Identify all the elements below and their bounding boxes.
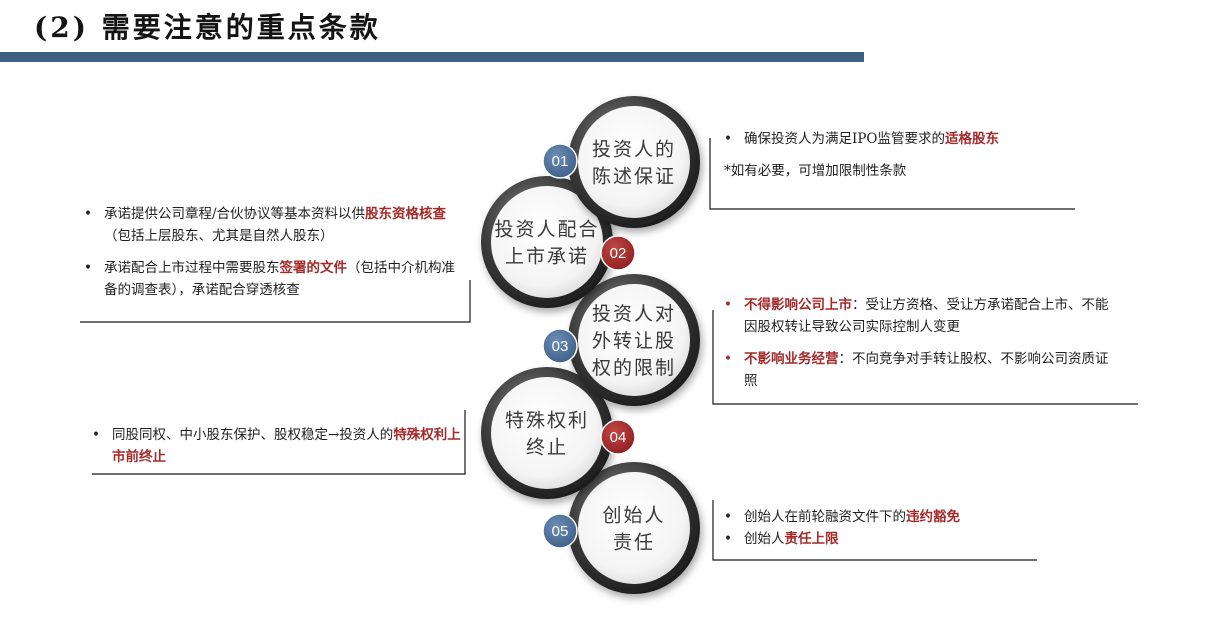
note-04-bullet-1: 同股同权、中小股东保护、股权稳定→投资人的特殊权利上市前终止 (92, 424, 464, 468)
note-03: 不得影响公司上市：受让方资格、受让方承诺配合上市、不能因股权转让导致公司实际控制… (724, 294, 1120, 392)
step-label-line: 终止 (526, 437, 568, 459)
step-label-line: 创始人 (602, 505, 665, 527)
note-05-bullet-2: 创始人责任上限 (724, 528, 1034, 550)
step-label-line: 投资人对 (592, 303, 676, 325)
step-number-badge (600, 419, 636, 455)
note-01: 确保投资人为满足IPO监管要求的适格股东 *如有必要，可增加限制性条款 (724, 128, 1124, 182)
connector-lines (80, 138, 1138, 561)
step-label-line: 外转让股 (592, 330, 676, 352)
step-number-badge (542, 513, 578, 549)
connector-05 (712, 500, 1037, 561)
page-title: (2) 需要注意的重点条款 (34, 11, 381, 44)
title-underline-bar (0, 52, 864, 62)
note-05: 创始人在前轮融资文件下的违约豁免 创始人责任上限 (724, 506, 1034, 550)
step-label-line: 投资人配合 (494, 219, 599, 241)
step-number-badge (600, 235, 636, 271)
step-label-line: 上市承诺 (505, 246, 589, 268)
note-02-bullet-2: 承诺配合上市过程中需要股东签署的文件（包括中介机构准备的调查表），承诺配合穿透核… (84, 257, 462, 301)
note-03-bullet-2: 不影响业务经营：不向竞争对手转让股权、不影响公司资质证照 (724, 348, 1120, 392)
step-number: 02 (610, 245, 627, 262)
note-02-bullet-1: 承诺提供公司章程/合伙协议等基本资料以供股东资格核查（包括上层股东、尤其是自然人… (84, 203, 462, 247)
step-face (578, 106, 690, 218)
connector-03 (712, 310, 1138, 405)
step-face (491, 186, 603, 298)
step-face (491, 377, 603, 489)
note-01-bullet-1: 确保投资人为满足IPO监管要求的适格股东 (724, 128, 1124, 150)
step-label-line: 投资人的 (592, 139, 676, 161)
step-label-line: 特殊权利 (505, 410, 589, 432)
step-face (578, 472, 690, 584)
step-number-badge (542, 328, 578, 364)
step-label-line: 责任 (613, 532, 655, 554)
note-03-bullet-1: 不得影响公司上市：受让方资格、受让方承诺配合上市、不能因股权转让导致公司实际控制… (724, 294, 1120, 338)
step-number: 01 (552, 153, 569, 170)
note-02: 承诺提供公司章程/合伙协议等基本资料以供股东资格核查（包括上层股东、尤其是自然人… (84, 203, 462, 301)
connector-02 (80, 280, 471, 323)
step-face (578, 284, 690, 396)
step-number: 04 (610, 429, 627, 446)
note-05-bullet-1: 创始人在前轮融资文件下的违约豁免 (724, 506, 1034, 528)
step-number: 03 (552, 338, 569, 355)
step-label-line: 权的限制 (592, 357, 676, 379)
step-label-line: 陈述保证 (592, 166, 676, 188)
step-05: 创始人责任 05 (542, 462, 700, 594)
connector-01 (709, 138, 1075, 210)
step-number-badge (542, 143, 578, 179)
connector-04 (92, 410, 466, 475)
note-01-remark: *如有必要，可增加限制性条款 (724, 163, 907, 179)
step-number: 05 (552, 523, 569, 540)
note-04: 同股同权、中小股东保护、股权稳定→投资人的特殊权利上市前终止 (92, 424, 464, 468)
